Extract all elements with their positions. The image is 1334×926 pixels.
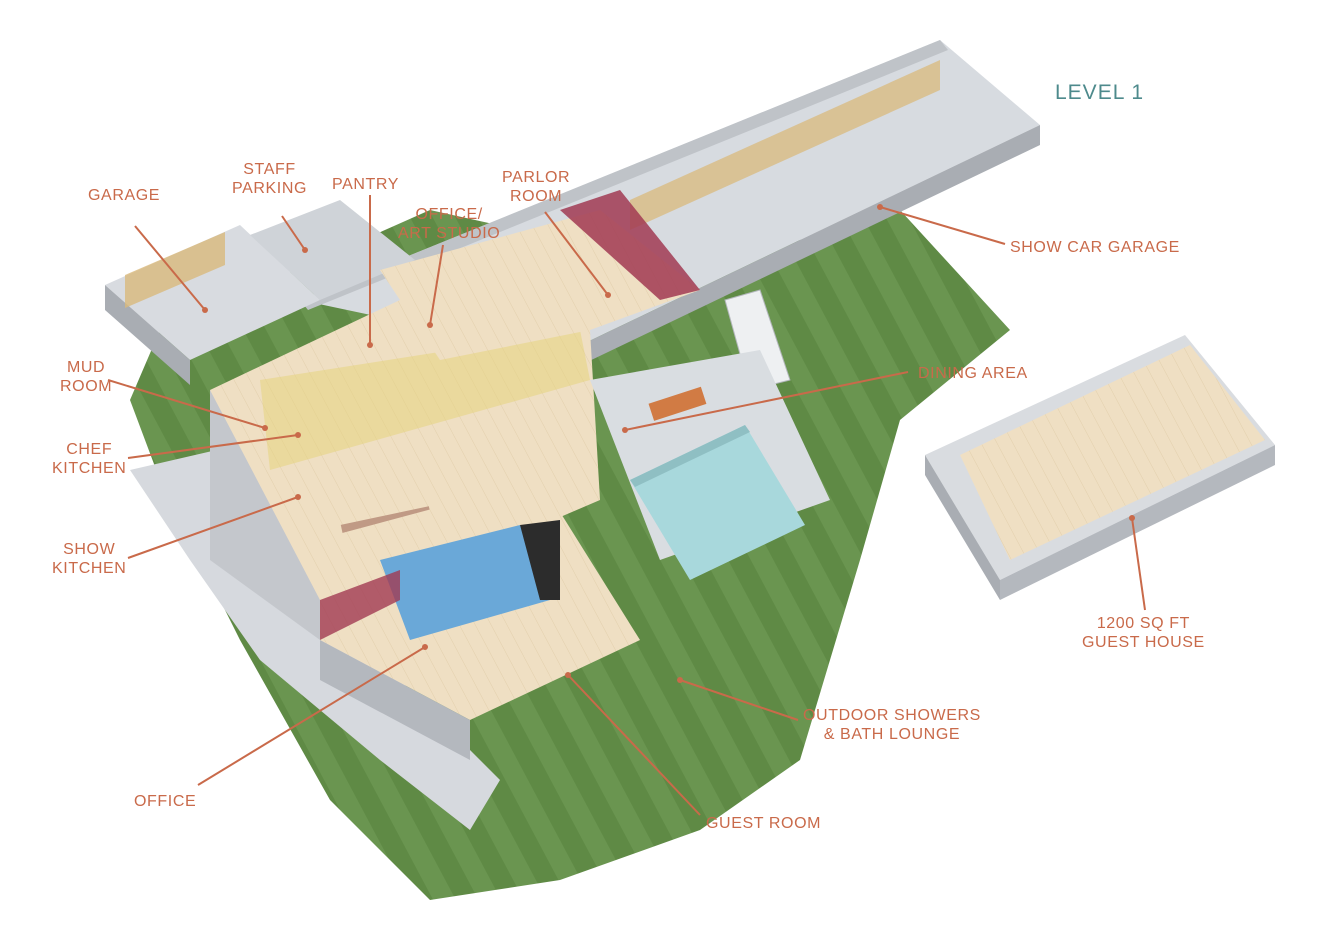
label-office-art-studio-line2: ART STUDIO (398, 225, 501, 242)
label-guest-room: GUEST ROOM (706, 815, 822, 832)
label-office-art-studio: OFFICE/ ART STUDIO (398, 205, 500, 243)
label-staff-parking-line2: PARKING (232, 180, 308, 197)
label-mud-room-line2: ROOM (60, 378, 113, 395)
arrow-heads (202, 204, 1135, 683)
label-garage: GARAGE (88, 187, 161, 204)
label-show-kitchen-line1: SHOW (63, 541, 116, 558)
guest-house-block (925, 335, 1275, 600)
label-guest-house: 1200 SQ FT GUEST HOUSE (1082, 614, 1205, 652)
label-parlor-room: PARLOR ROOM (502, 168, 570, 206)
label-staff-parking-line1: STAFF (243, 161, 296, 178)
label-show-kitchen: SHOW KITCHEN (52, 540, 126, 578)
label-outdoor-showers: OUTDOOR SHOWERS & BATH LOUNGE (803, 706, 981, 744)
level-title: LEVEL 1 (1055, 81, 1145, 104)
label-pantry: PANTRY (332, 176, 400, 193)
label-chef-kitchen-line2: KITCHEN (52, 460, 127, 477)
label-guest-house-line1: 1200 SQ FT (1096, 615, 1190, 632)
label-outdoor-showers-line2: & BATH LOUNGE (823, 726, 961, 743)
label-chef-kitchen: CHEF KITCHEN (52, 440, 126, 478)
leader-arrows (107, 195, 1146, 816)
label-outdoor-showers-line1: OUTDOOR SHOWERS (803, 707, 981, 724)
label-staff-parking: STAFF PARKING (232, 160, 307, 198)
label-mud-room: MUD ROOM (60, 358, 112, 396)
main-house (210, 190, 700, 760)
label-show-car-garage: SHOW CAR GARAGE (1010, 239, 1180, 256)
label-office-art-studio-line1: OFFICE/ (415, 206, 483, 223)
label-guest-house-line2: GUEST HOUSE (1082, 634, 1205, 651)
label-show-kitchen-line2: KITCHEN (52, 560, 127, 577)
pool-deck (590, 350, 830, 580)
label-mud-room-line1: MUD (66, 359, 106, 376)
label-parlor-room-line1: PARLOR (502, 169, 571, 186)
label-office: OFFICE (134, 793, 197, 810)
label-chef-kitchen-line1: CHEF (66, 441, 113, 458)
label-parlor-room-line2: ROOM (510, 188, 563, 205)
garage-block (105, 200, 415, 385)
label-dining-area: DINING AREA (918, 365, 1028, 382)
